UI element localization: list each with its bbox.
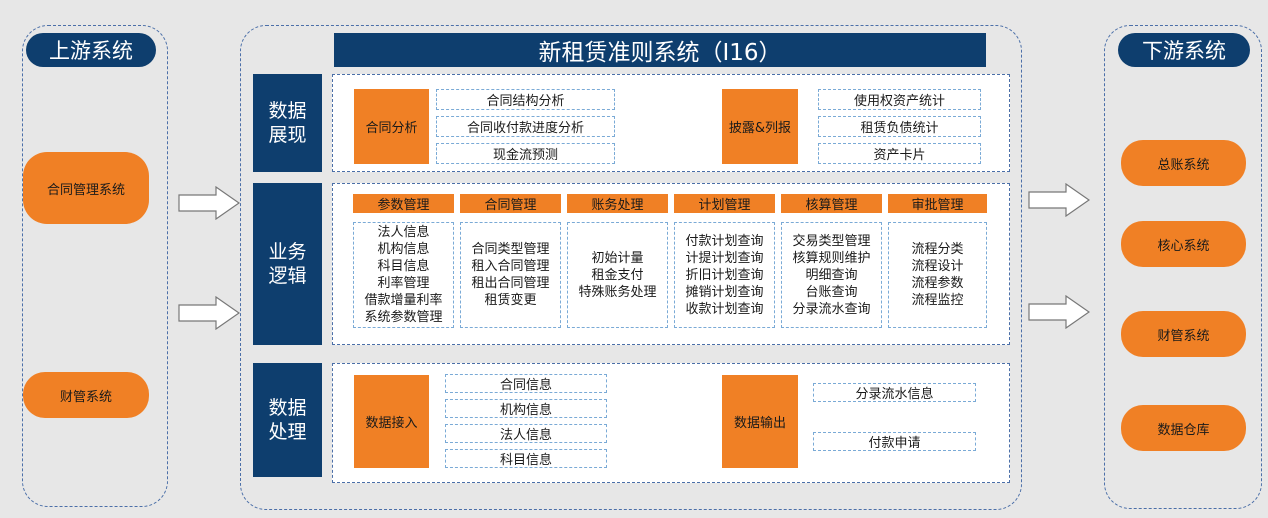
contract-analysis-box[interactable]: 合同分析 [354,89,429,164]
arrow-right-icon [178,296,240,330]
display-item[interactable]: 使用权资产统计 [818,89,981,110]
module-header-approval[interactable]: 审批管理 [888,194,987,213]
display-item[interactable]: 合同结构分析 [436,89,615,110]
output-item[interactable]: 分录流水信息 [813,383,976,402]
display-item[interactable]: 租赁负债统计 [818,116,981,137]
input-item[interactable]: 机构信息 [445,399,607,418]
display-item[interactable]: 资产卡片 [818,143,981,164]
upstream-title: 上游系统 [26,33,156,67]
module-body-accounting: 初始计量租金支付 特殊账务处理 [567,222,668,328]
module-body-approval: 流程分类流程设计 流程参数流程监控 [888,222,987,328]
downstream-title: 下游系统 [1118,33,1250,67]
data-output-box[interactable]: 数据输出 [722,375,798,468]
row-label-processing: 数据处理 [253,363,322,477]
input-item[interactable]: 法人信息 [445,424,607,443]
row-label-display: 数据展现 [253,74,322,172]
row-label-logic: 业务逻辑 [253,183,322,345]
display-item[interactable]: 现金流预测 [436,143,615,164]
input-item[interactable]: 合同信息 [445,374,607,393]
downstream-system-gl[interactable]: 总账系统 [1121,140,1246,186]
main-panel [240,25,1022,510]
downstream-system-finance[interactable]: 财管系统 [1121,311,1246,357]
upstream-system-contract[interactable]: 合同管理系统 [23,152,149,224]
module-header-contract[interactable]: 合同管理 [460,194,561,213]
arrow-right-icon [178,186,240,220]
module-body-params: 法人信息机构信息 科目信息利率管理 借款增量利率系统参数管理 [353,222,454,328]
module-header-plan[interactable]: 计划管理 [674,194,775,213]
output-item[interactable]: 付款申请 [813,432,976,451]
module-header-accounting[interactable]: 账务处理 [567,194,668,213]
disclosure-box[interactable]: 披露&列报 [722,89,798,164]
row-area-processing [332,363,1010,483]
upstream-system-finance[interactable]: 财管系统 [23,372,149,418]
downstream-system-warehouse[interactable]: 数据仓库 [1121,405,1246,451]
module-body-contract: 合同类型管理租入合同管理 租出合同管理租赁变更 [460,222,561,328]
main-title: 新租赁准则系统（I16） [334,33,986,67]
upstream-panel [22,25,168,507]
downstream-system-core[interactable]: 核心系统 [1121,221,1246,267]
arrow-right-icon [1028,183,1090,217]
data-input-box[interactable]: 数据接入 [354,375,429,468]
downstream-panel [1104,25,1262,509]
arrow-right-icon [1028,295,1090,329]
input-item[interactable]: 科目信息 [445,449,607,468]
module-header-ledger[interactable]: 核算管理 [781,194,882,213]
module-body-ledger: 交易类型管理核算规则维护 明细查询台账查询 分录流水查询 [781,222,882,328]
module-body-plan: 付款计划查询计提计划查询 折旧计划查询摊销计划查询 收款计划查询 [674,222,775,328]
module-header-params[interactable]: 参数管理 [353,194,454,213]
display-item[interactable]: 合同收付款进度分析 [436,116,615,137]
